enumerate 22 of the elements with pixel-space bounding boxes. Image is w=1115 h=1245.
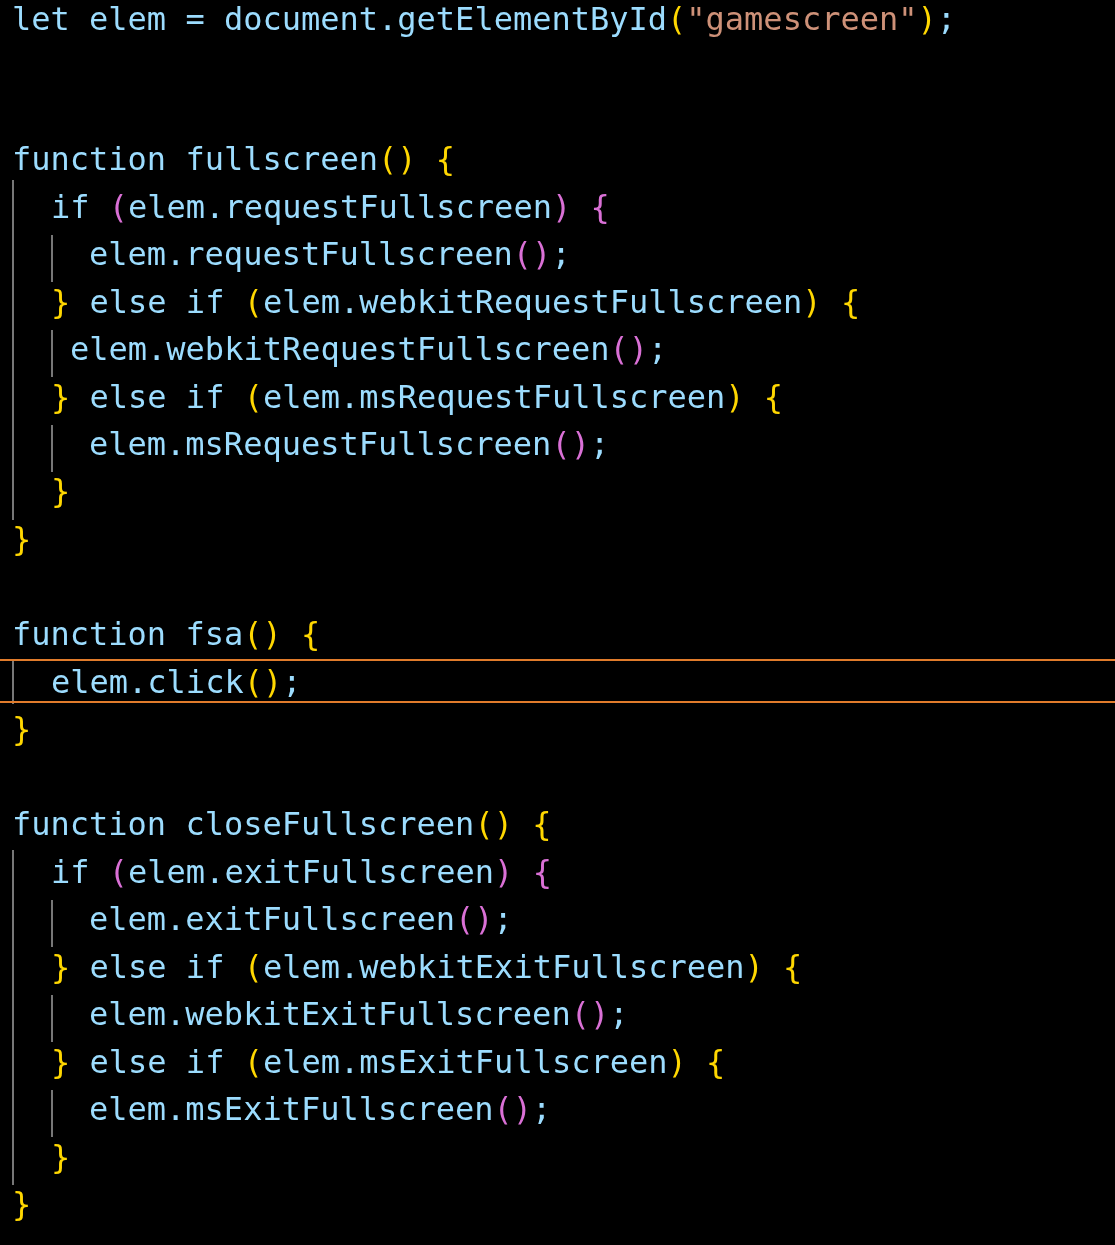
code-line: if (elem.exitFullscreen) { bbox=[51, 853, 552, 891]
code-line: elem.webkitRequestFullscreen(); bbox=[70, 330, 668, 368]
code-line: } bbox=[12, 520, 32, 558]
code-line: } bbox=[51, 472, 71, 510]
code-line: if (elem.requestFullscreen) { bbox=[51, 188, 610, 226]
code-line: elem.webkitExitFullscreen(); bbox=[89, 995, 629, 1033]
code-line: } else if (elem.webkitRequestFullscreen) { bbox=[51, 283, 861, 321]
code-line: } else if (elem.webkitExitFullscreen) { bbox=[51, 948, 803, 986]
code-line: let elem = document.getElementById("gamescreen"); bbox=[12, 0, 956, 38]
code-line: function closeFullscreen() { bbox=[12, 805, 552, 843]
code-line: elem.msExitFullscreen(); bbox=[89, 1090, 552, 1128]
code-line: elem.click(); bbox=[51, 663, 302, 701]
code-line: elem.requestFullscreen(); bbox=[89, 235, 571, 273]
code-line: } bbox=[12, 1185, 32, 1223]
code-line: elem.msRequestFullscreen(); bbox=[89, 425, 610, 463]
code-line: elem.exitFullscreen(); bbox=[89, 900, 513, 938]
code-line: } bbox=[51, 1138, 71, 1176]
code-line: } else if (elem.msRequestFullscreen) { bbox=[51, 378, 784, 416]
code-line: } else if (elem.msExitFullscreen) { bbox=[51, 1043, 726, 1081]
code-line: function fsa() { bbox=[12, 615, 321, 653]
code-line: function fullscreen() { bbox=[12, 140, 456, 178]
code-line: } bbox=[12, 710, 32, 748]
